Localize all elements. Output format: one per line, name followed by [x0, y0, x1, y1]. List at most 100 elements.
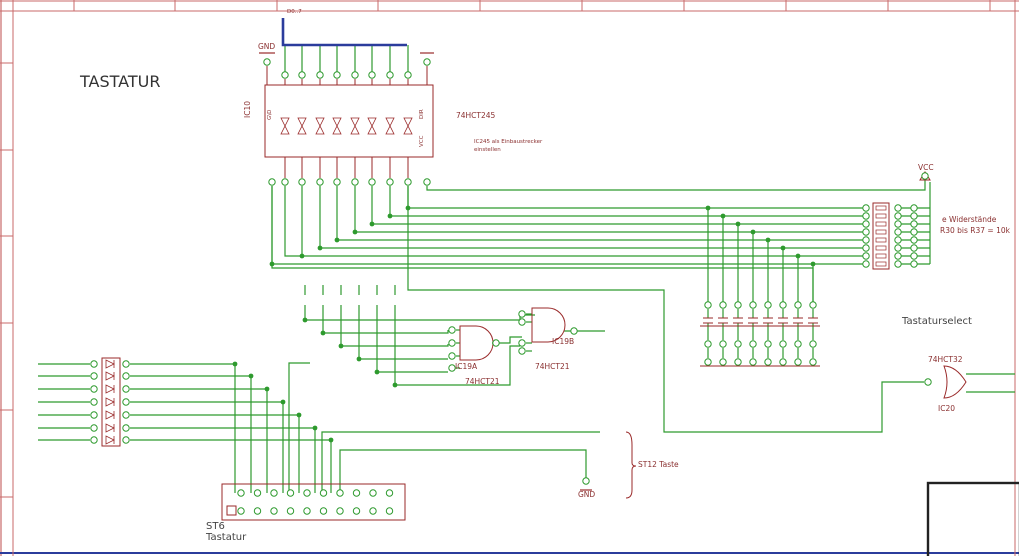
st6-value: Tastatur	[206, 532, 247, 543]
resistor	[875, 213, 887, 219]
pin-pad	[448, 352, 456, 360]
pin-pad	[319, 489, 328, 497]
pin-pad	[719, 358, 727, 366]
select-title: Tastaturselect	[902, 316, 972, 327]
pin-pad	[351, 71, 359, 79]
buffer-symbol	[367, 117, 377, 135]
select-wire	[407, 186, 924, 433]
buffer-symbol	[385, 117, 395, 135]
pin-pad	[894, 228, 902, 236]
ic19a-value: 74HCT21	[465, 377, 500, 386]
pin-pad	[862, 252, 870, 260]
resistor	[875, 221, 887, 227]
pin-pad	[90, 398, 98, 406]
data-line	[271, 186, 866, 265]
buffer-symbol	[297, 117, 307, 135]
pin-pad	[764, 340, 772, 348]
pin-pad	[122, 360, 130, 368]
pin-pad	[90, 385, 98, 393]
pin-pad	[333, 71, 341, 79]
gate-input	[341, 344, 449, 347]
pin-pad	[704, 358, 712, 366]
pin-pad	[862, 220, 870, 228]
diode	[105, 371, 115, 381]
pin-pad	[448, 339, 456, 347]
components	[90, 18, 967, 521]
pin-pad	[518, 318, 526, 326]
pin-pad	[894, 204, 902, 212]
pin-pad	[319, 507, 328, 515]
ic19a-name: IC19A	[455, 362, 478, 371]
pin-pad	[734, 358, 742, 366]
pin-pad	[910, 204, 918, 212]
pin-pad	[492, 339, 500, 347]
resistor	[875, 245, 887, 251]
resistor	[875, 253, 887, 259]
junction-dot	[264, 386, 270, 392]
data-line	[301, 186, 866, 257]
gnd-wire	[339, 449, 587, 493]
junction-dot	[296, 412, 302, 418]
pin-pad	[253, 489, 262, 497]
pin-pad	[749, 301, 757, 309]
ic19b-value: 74HCT21	[535, 362, 570, 371]
pin-pad	[910, 252, 918, 260]
ic10-note-1: IC245 als Einbaustrecker	[474, 139, 543, 145]
st12-note: ST12 Taste	[638, 460, 679, 469]
pin-pad	[286, 507, 295, 515]
bus-top-label: D0..7	[287, 9, 302, 15]
pin-pad	[268, 178, 276, 186]
buffer-symbol	[332, 117, 342, 135]
pin-pad	[809, 358, 817, 366]
data-line	[319, 186, 866, 249]
pin-pad	[862, 212, 870, 220]
pin-pad	[794, 301, 802, 309]
pin-pad	[404, 178, 412, 186]
junction-dot	[795, 253, 801, 259]
row-right	[130, 375, 252, 493]
data-bus	[281, 18, 407, 47]
pin-pad	[518, 339, 526, 347]
pin-pad	[809, 301, 817, 309]
ic19b-name: IC19B	[552, 337, 575, 346]
junction-dot	[720, 213, 726, 219]
pin1-marker	[226, 505, 237, 516]
resistor	[875, 205, 887, 211]
pin-pad	[894, 252, 902, 260]
row-right	[130, 414, 300, 493]
st6-body	[221, 483, 406, 521]
pin-pad	[333, 178, 341, 186]
pin-dir-label: DIR	[419, 109, 425, 119]
junction-dot	[705, 205, 711, 211]
pin-pad	[351, 178, 359, 186]
junction-dot	[317, 245, 323, 251]
pin-pad	[316, 71, 324, 79]
pin-pad	[423, 58, 431, 66]
diode-array	[101, 357, 121, 447]
pin-pad	[369, 489, 377, 497]
pin-pad	[368, 178, 376, 186]
gate-input	[323, 330, 449, 334]
pin-pad	[894, 244, 902, 252]
pin-pad	[298, 178, 306, 186]
junction-dot	[320, 330, 326, 336]
pin-pad	[910, 244, 918, 252]
resistor-network	[872, 202, 890, 270]
resistor	[875, 229, 887, 235]
diode	[105, 423, 115, 433]
data-line	[371, 186, 866, 225]
pin-pad	[779, 358, 787, 366]
pin-pad	[90, 411, 98, 419]
pin-pad	[270, 489, 278, 497]
pin-pad	[90, 436, 98, 444]
pin-pad	[764, 358, 772, 366]
pin-pad	[369, 507, 377, 515]
ic19a-gate	[459, 325, 494, 361]
junction-dot	[405, 205, 411, 211]
pin-pad	[448, 364, 456, 372]
pin-pad	[749, 340, 757, 348]
junction-dot	[312, 425, 318, 431]
st6-name: ST6	[206, 521, 225, 532]
data-line	[407, 186, 866, 209]
